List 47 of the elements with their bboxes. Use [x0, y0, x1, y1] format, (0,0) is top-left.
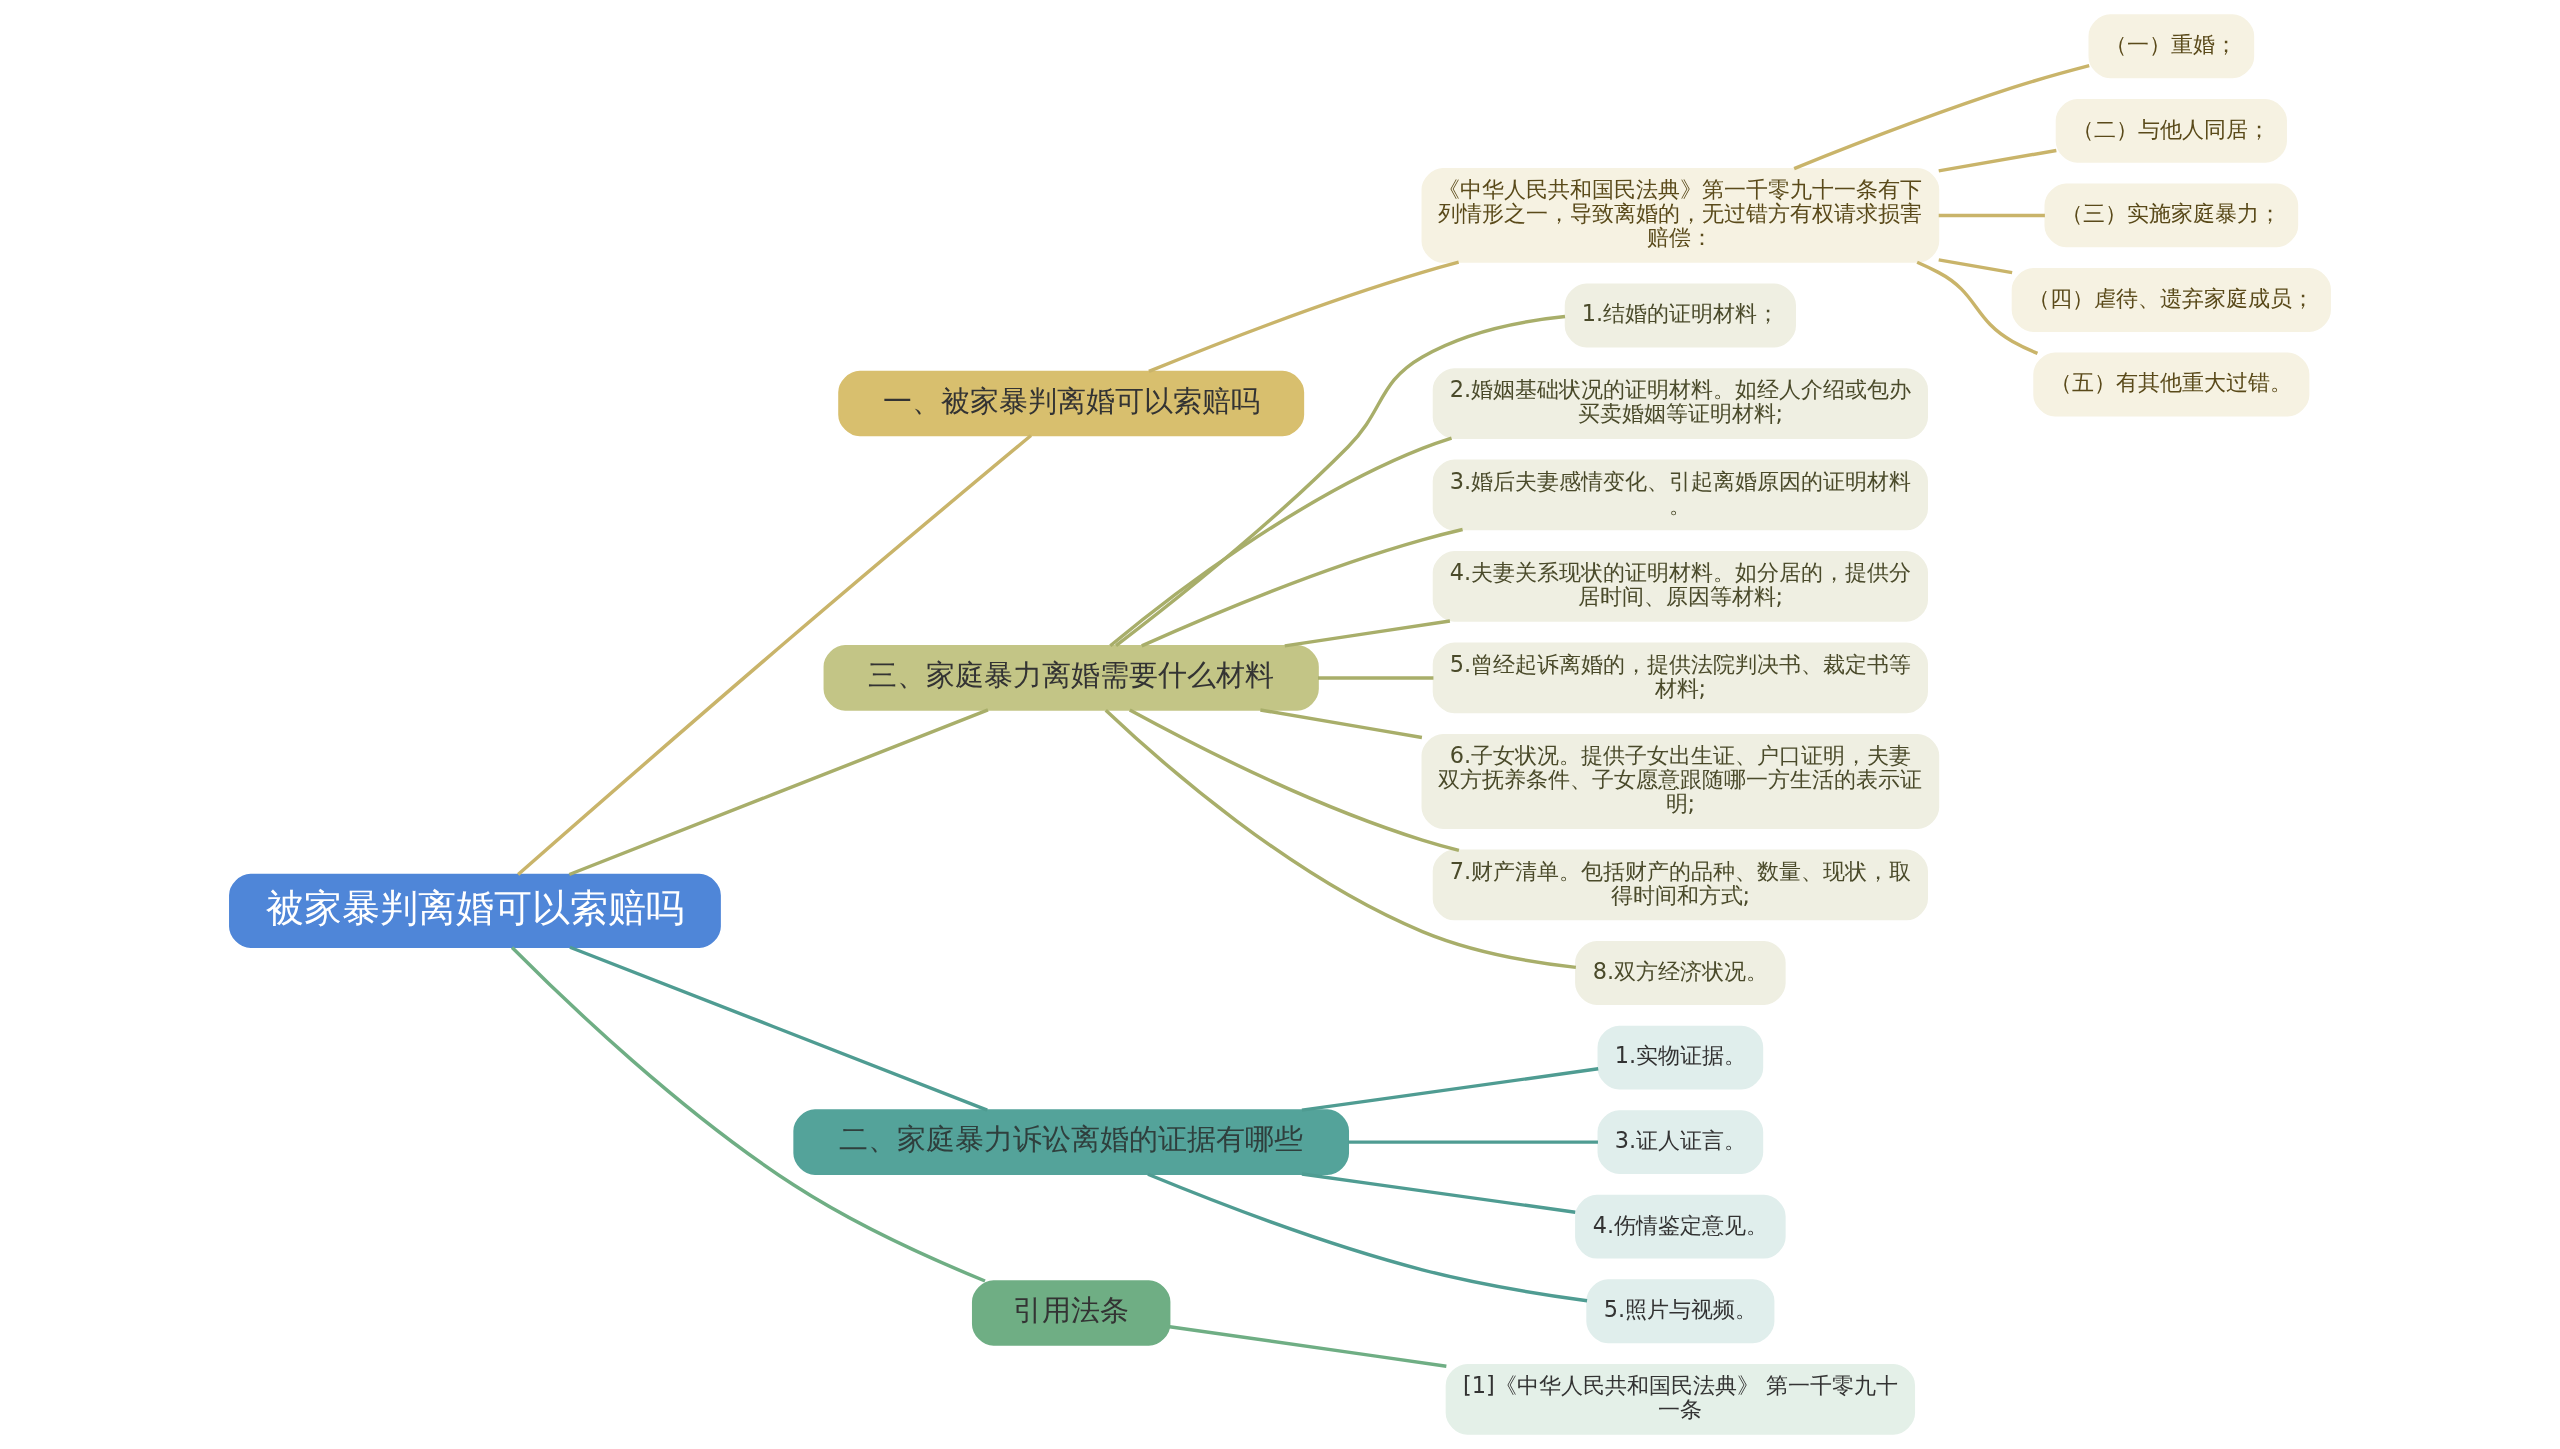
connector [1938, 213, 2045, 218]
node-box: 3.证人证言。 [1597, 1110, 1764, 1175]
node-box: （三）实施家庭暴力； [2044, 183, 2299, 248]
connector [1284, 619, 1451, 648]
connector [569, 945, 988, 1112]
connector [1141, 527, 1463, 648]
node-box: 一、被家暴判离婚可以索赔吗 [838, 370, 1305, 437]
connector [1147, 1172, 1588, 1303]
connector [510, 946, 986, 1283]
node-box: （五）有其他重大过错。 [2033, 352, 2310, 417]
node-box: 1.实物证据。 [1597, 1025, 1764, 1090]
node-box: 1.结婚的证明材料； [1564, 283, 1796, 348]
connector [568, 708, 989, 877]
node-box: 二、家庭暴力诉讼离婚的证据有哪些 [793, 1109, 1350, 1175]
connector [1148, 260, 1460, 374]
node-box: 三、家庭暴力离婚需要什么材料 [823, 645, 1319, 711]
connector [1169, 1325, 1447, 1368]
node-box: 被家暴判离婚可以索赔吗 [229, 873, 721, 948]
connector [1114, 314, 1566, 647]
connector [1916, 260, 2039, 355]
node-box: （四）虐待、遗弃家庭成员； [2011, 268, 2331, 332]
node-box: 3.婚后夫妻感情变化、引起离婚原因的证明材料。 [1432, 459, 1928, 531]
node-box: 引用法条 [971, 1280, 1171, 1346]
node-box: 《中华人民共和国民法典》第一千零九十一条有下列情形之一，导致离婚的，无过错方有权请求损害赔偿： [1421, 167, 1940, 263]
connector [1793, 64, 2090, 171]
connector [1348, 1140, 1598, 1144]
connector [1938, 258, 2013, 275]
connector [1260, 708, 1423, 740]
node-box: 5.照片与视频。 [1586, 1279, 1775, 1344]
connector [1128, 708, 1460, 853]
connector [516, 434, 1033, 876]
connector [1109, 436, 1453, 648]
connector [1938, 148, 2057, 173]
connector [1301, 1067, 1599, 1112]
node-box: 7.财产清单。包括财产的品种、数量、现状，取得时间和方式; [1432, 849, 1928, 921]
node-box: 8.双方经济状况。 [1575, 941, 1786, 1005]
node-box: 5.曾经起诉离婚的，提供法院判决书、裁定书等材料; [1432, 642, 1928, 714]
node-box: （一）重婚； [2088, 14, 2255, 79]
connector [1104, 708, 1577, 970]
node-box: [1]《中华人民共和国民法典》 第一千零九十一条 [1445, 1363, 1916, 1435]
node-box: 4.夫妻关系现状的证明材料。如分居的，提供分居时间、原因等材料; [1432, 551, 1928, 622]
node-box: 2.婚姻基础状况的证明材料。如经人介绍或包办买卖婚姻等证明材料; [1432, 368, 1928, 439]
node-box: 6.子女状况。提供子女出生证、户口证明，夫妻双方抚养条件、子女愿意跟随哪一方生活的表示证明; [1421, 734, 1940, 829]
connector [1318, 676, 1434, 680]
node-box: 4.伤情鉴定意见。 [1575, 1194, 1786, 1259]
node-box: （二）与他人同居； [2055, 98, 2287, 163]
connector [1301, 1172, 1576, 1214]
